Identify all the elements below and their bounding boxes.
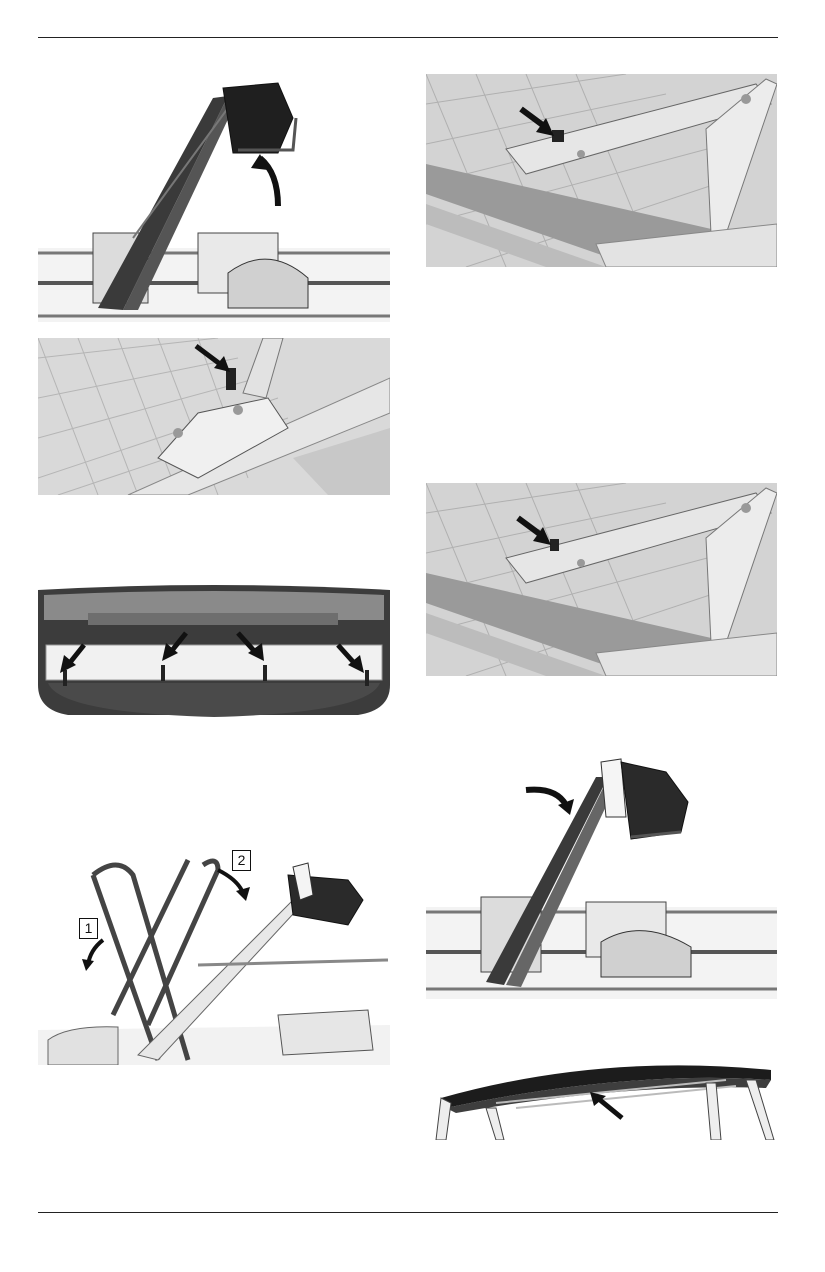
black-pointer-arrow-icon (516, 515, 543, 538)
front-bar-fold-illustration (38, 858, 390, 1065)
black-pointer-arrow-icon (598, 1098, 624, 1120)
callout-step-2: 2 (232, 850, 251, 871)
curved-rotation-arrow-icon (217, 868, 245, 894)
figure-rear-hinge-latch-released (426, 483, 777, 676)
roof-underside-illustration (38, 585, 390, 717)
roof-rotate-illustration (426, 758, 777, 999)
hinge-latch-illustration (38, 338, 390, 495)
black-pointer-arrow-icon (194, 344, 222, 366)
roof-raised-illustration (38, 82, 390, 322)
roof-lowered-illustration (435, 1065, 775, 1140)
figure-hinge-latch-front (38, 338, 390, 495)
figure-roof-rotate-forward (426, 757, 777, 999)
black-pointer-arrow-icon (519, 106, 546, 129)
curved-rotation-arrow-icon (525, 786, 569, 807)
footer-rule (38, 1212, 778, 1213)
rear-hinge-illustration-b (426, 483, 777, 676)
figure-roof-lowered (426, 1058, 777, 1140)
figure-roof-raised (38, 78, 390, 322)
header-rule (38, 37, 778, 38)
figure-roof-underside-fasteners (38, 585, 390, 721)
figure-front-bar-fold (38, 855, 390, 1065)
rear-hinge-illustration-a (426, 74, 777, 267)
figure-rear-hinge-latch (426, 74, 777, 267)
callout-step-1: 1 (79, 918, 98, 939)
